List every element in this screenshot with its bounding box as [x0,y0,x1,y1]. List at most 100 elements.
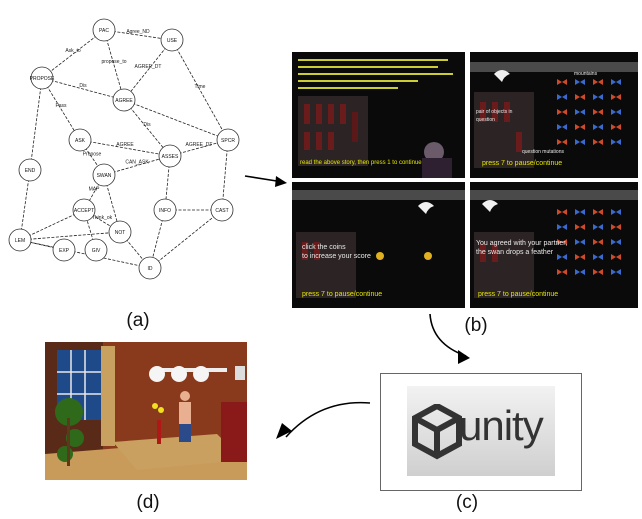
graph-node-label: PAC [99,28,109,34]
graph-node-label: EXP [59,248,70,254]
graph-edge-label: Pass [55,103,67,109]
graph-edge [103,29,125,101]
butterfly-icon [557,79,567,85]
graph-node [30,66,54,90]
graph-node [92,163,116,187]
virtual-room-render [45,342,247,480]
butterfly-icon [575,269,585,275]
curtain [101,346,115,446]
graph-edge-label: Time [195,84,206,90]
graph-edge [103,155,171,176]
graph-node [84,238,108,262]
butterfly-icon [575,94,585,100]
butterfly-icon [557,109,567,115]
lamp [149,366,165,382]
game-screen-1: read the above story, then press 1 to co… [292,52,465,178]
graph-node [18,158,42,182]
screen4-message-1: You agreed with your partner, [476,240,568,247]
butterfly-icon [575,139,585,145]
butterfly-icon [593,109,603,115]
screen4-prompt: press 7 to pause/continue [478,291,559,298]
caption-c: (c) [455,492,479,513]
butterfly-icon [593,139,603,145]
butterfly-icon [557,209,567,215]
vase [157,420,161,444]
graph-edge [79,139,171,157]
butterfly-icon [575,239,585,245]
butterfly-icon [575,109,585,115]
graph-node-label: SWAN [97,173,112,179]
unity-logo-panel: unity [407,386,555,476]
graph-edge [41,77,81,141]
unity-wordmark: unity [459,402,544,449]
label-mutations: question mutations [522,149,564,155]
graph-edge-label: Agree_ND [126,29,150,35]
screen3-prompt: press 7 to pause/continue [302,291,383,298]
castle-scene [470,182,638,308]
arrow-right-icon [244,175,287,187]
graph-edge [171,39,229,141]
graph-edge [119,231,151,269]
graph-node-label: LEM [15,238,25,244]
butterfly-icon [611,124,621,130]
graph-edge [41,29,105,79]
arrow-down-icon [429,313,470,364]
castle-scene [292,52,465,178]
screen1-prompt: read the above story, then press 1 to co… [300,160,422,166]
screen3-message-1: click the coins [302,244,346,251]
graph-edge [149,209,223,269]
graph-node-label: NOT [115,230,126,236]
avatar-figure [180,391,190,401]
graph-edge [123,99,229,141]
swan-icon [482,200,498,212]
butterfly-icon [611,139,621,145]
wall-picture [235,366,245,380]
butterfly-icon [557,239,567,245]
castle-scene [292,182,465,308]
coin-icon [376,252,384,260]
table [113,434,243,470]
game-screen-3: click the coins to increase your score p… [292,182,465,308]
graph-node-label: USE [167,38,178,44]
graph-edge [103,29,173,41]
graph-edge-label: Dis [143,122,151,128]
graph-node [112,88,136,112]
butterfly-icon [593,79,603,85]
butterfly-icon [611,254,621,260]
game-screen-2: mountains pair of objects in question qu… [470,52,638,178]
butterfly-icon [557,139,567,145]
unity-logo-icon [412,404,462,460]
butterfly-icon [611,94,621,100]
butterfly-icon [575,124,585,130]
graph-node-label: CAST [215,208,228,214]
butterfly-icon [593,224,603,230]
graph-node [92,18,116,42]
graph-edge [123,39,173,101]
graph-edge [19,169,31,241]
screen4-message-2: the swan drops a feather [476,249,554,256]
butterfly-icon [611,269,621,275]
caption-d: (d) [136,492,160,513]
graph-edge-label: AGREE_DT [135,64,162,70]
coin-icon [424,252,432,260]
label-pair-objects: pair of objects in question [476,109,513,123]
graph-edge-label: AGREE [116,142,134,148]
caption-b: (b) [464,315,488,336]
butterfly-icon [593,209,603,215]
butterfly-icon [557,254,567,260]
graph-node [160,28,184,52]
graph-node [52,238,76,262]
graph-node [158,144,182,168]
graph-edge-label: Dis [79,83,87,89]
graph-node-label: ID [148,266,153,272]
arrow-left-icon [276,401,371,439]
plant [55,398,83,426]
graph-node-label: ASK [75,138,86,144]
graph-node [153,198,177,222]
graph-edge-label: propose_to [101,59,126,65]
graph-node-label: INFO [159,208,171,214]
butterfly-icon [611,109,621,115]
graph-edge-label: Propose [83,152,102,158]
graph-node-label: ASSES [162,154,179,160]
butterfly-icon [557,94,567,100]
